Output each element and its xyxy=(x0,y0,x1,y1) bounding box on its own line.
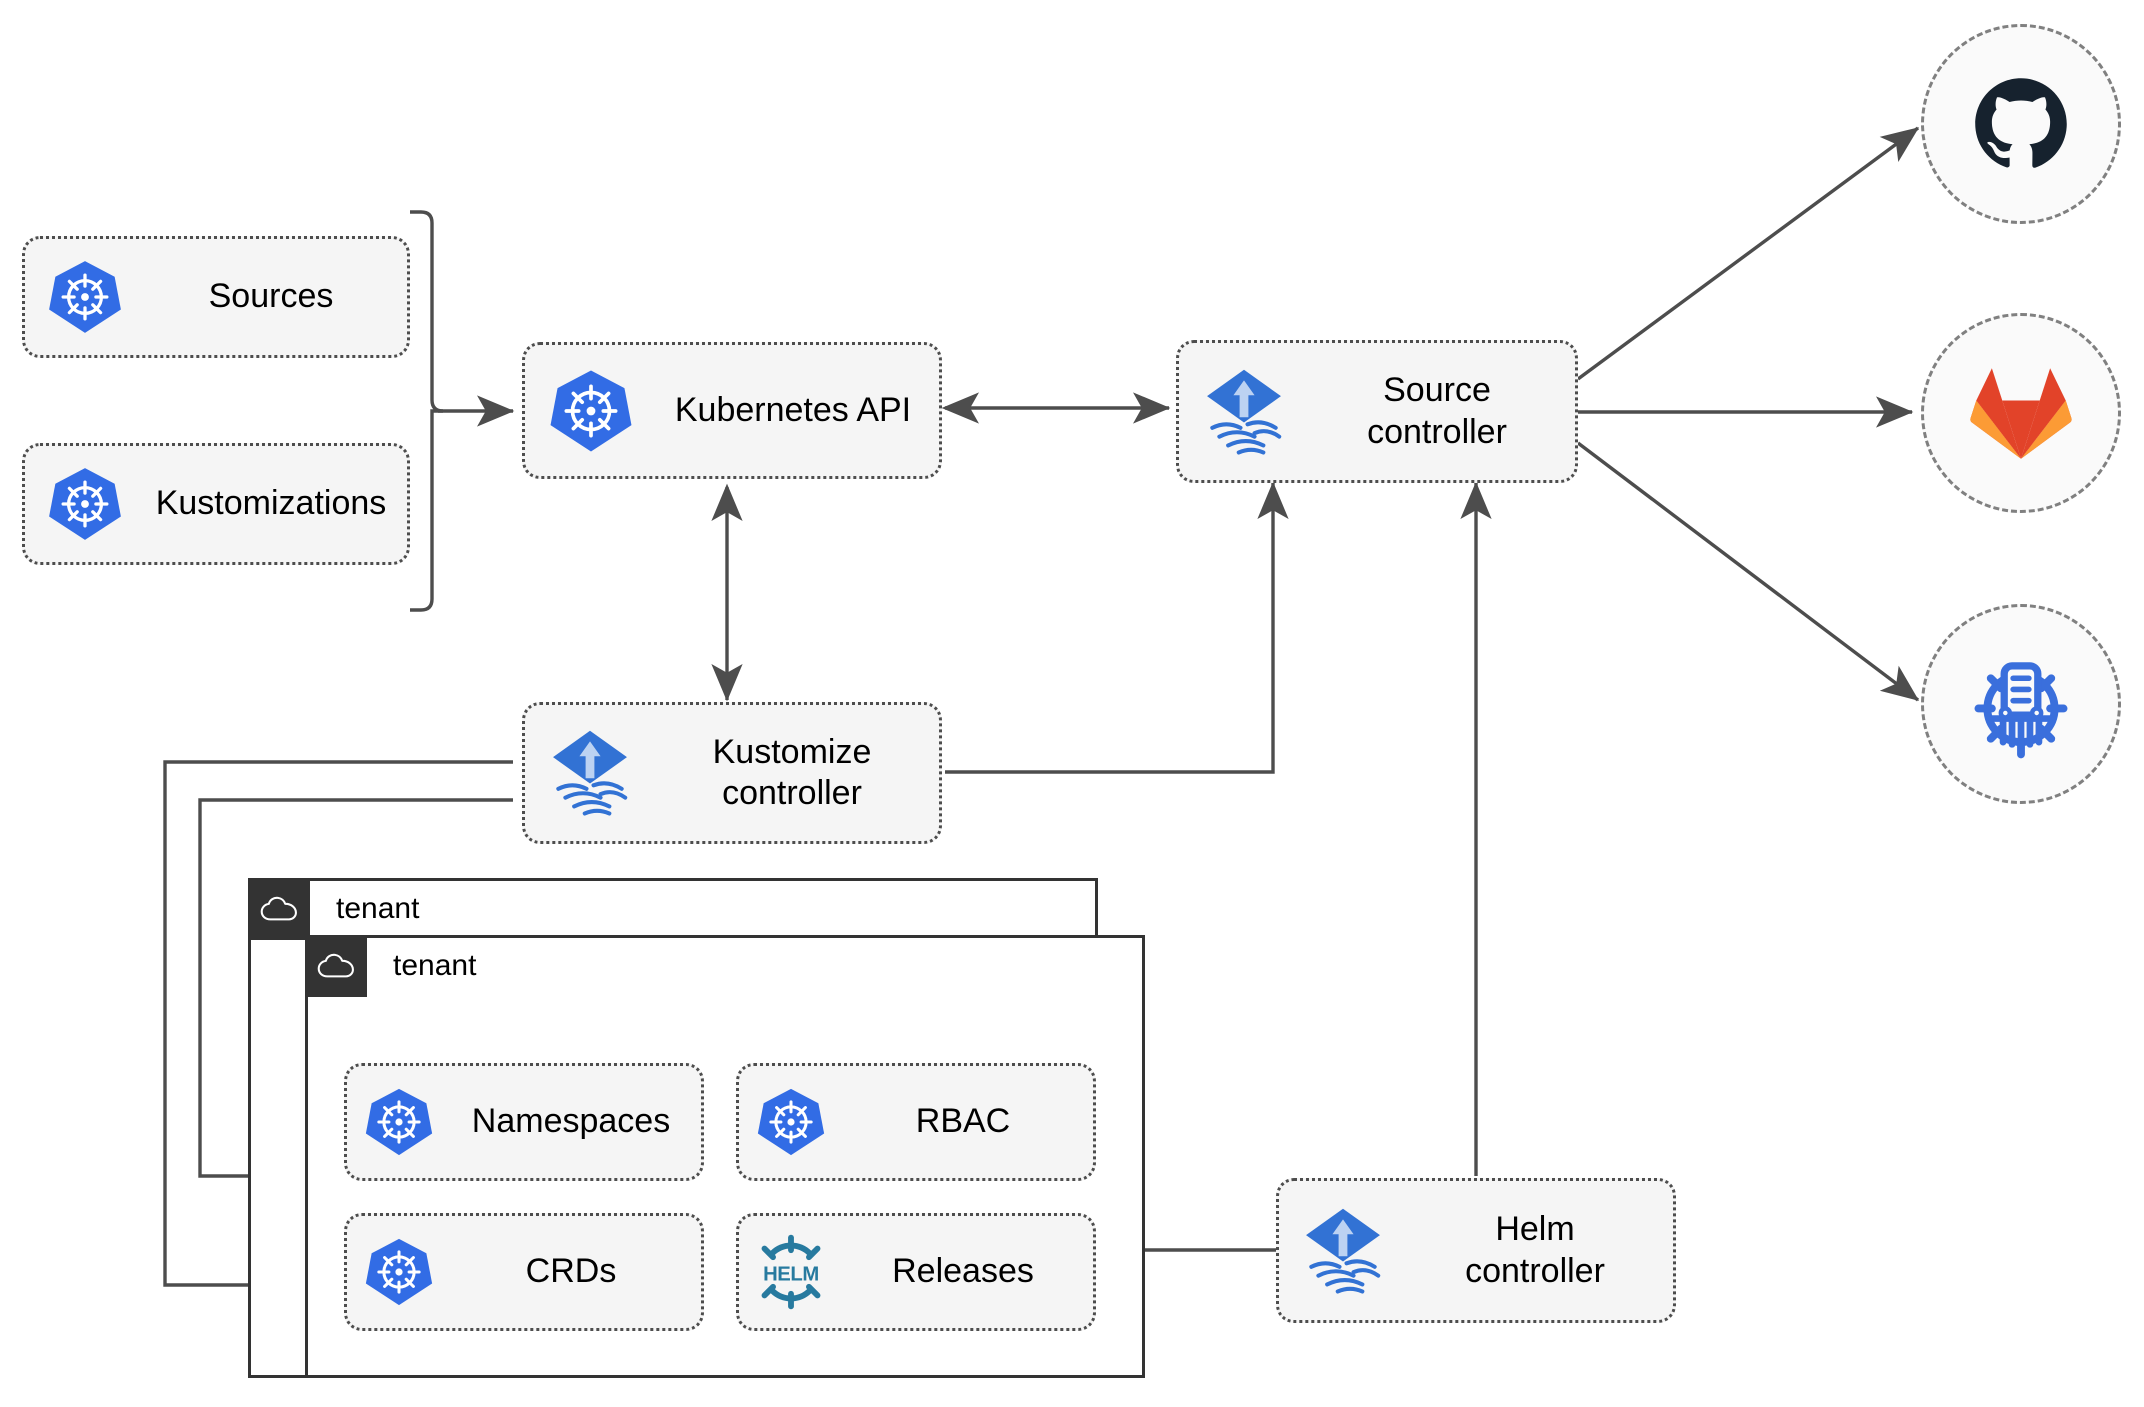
edge-kustomize-source xyxy=(945,481,1289,774)
external-gitlab[interactable] xyxy=(1921,313,2121,513)
kubernetes-icon xyxy=(525,367,657,455)
flux-icon xyxy=(525,727,655,819)
helm-controller-card[interactable]: Helm controller xyxy=(1276,1178,1676,1323)
kustomize-controller-label: Kustomize controller xyxy=(712,732,872,812)
edge-source-github xyxy=(1576,126,1920,381)
source-controller-label: Source controller xyxy=(1367,371,1507,451)
tenant-resource-namespaces[interactable]: Namespaces xyxy=(344,1063,704,1181)
cloud-icon xyxy=(248,878,310,940)
kubernetes-icon xyxy=(739,1086,843,1158)
resource-card-label: Sources xyxy=(208,277,334,316)
tenant-resource-label: Namespaces xyxy=(471,1102,671,1141)
resource-card-kustomizations[interactable]: Kustomizations xyxy=(22,443,410,565)
external-github[interactable] xyxy=(1921,24,2121,224)
tenant-titlebar: tenant xyxy=(248,878,419,940)
helm-controller-label: Helm controller xyxy=(1465,1210,1605,1290)
tenant-name: tenant xyxy=(336,892,420,925)
resource-card-sources[interactable]: Sources xyxy=(22,236,410,358)
tenant-panel-front[interactable]: tenant Namespaces xyxy=(305,935,1145,1378)
edge-source-helmreg xyxy=(1576,441,1920,702)
svg-text:HELM: HELM xyxy=(763,1264,819,1286)
tenant-resource-label: Releases xyxy=(892,1252,1034,1291)
tenant-resource-rbac[interactable]: RBAC xyxy=(736,1063,1096,1181)
edge-sources-bracket xyxy=(410,210,444,612)
kustomize-controller-card[interactable]: Kustomize controller xyxy=(522,702,942,844)
tenant-resource-label: RBAC xyxy=(915,1102,1011,1141)
tenant-titlebar: tenant xyxy=(305,935,476,997)
tenant-resource-releases[interactable]: HELM Releases xyxy=(736,1213,1096,1331)
kubernetes-api-label: Kubernetes API xyxy=(674,390,912,429)
cloud-icon xyxy=(305,935,367,997)
source-controller-card[interactable]: Source controller xyxy=(1176,340,1578,483)
helm-registry-icon xyxy=(1965,648,2077,760)
gitlab-icon xyxy=(1969,363,2073,463)
resource-card-label: Kustomizations xyxy=(155,484,387,523)
helm-icon: HELM xyxy=(739,1233,843,1311)
kubernetes-icon xyxy=(25,258,145,336)
external-helm-charts[interactable] xyxy=(1921,604,2121,804)
tenant-resource-label: CRDs xyxy=(525,1252,617,1291)
kubernetes-icon xyxy=(25,465,145,543)
github-icon xyxy=(1969,72,2073,176)
flux-icon xyxy=(1279,1205,1407,1297)
kubernetes-icon xyxy=(347,1236,451,1308)
tenant-resource-crds[interactable]: CRDs xyxy=(344,1213,704,1331)
tenant-name: tenant xyxy=(393,949,477,982)
kubernetes-icon xyxy=(347,1086,451,1158)
kubernetes-api-card[interactable]: Kubernetes API xyxy=(522,342,942,479)
flux-icon xyxy=(1179,366,1309,458)
